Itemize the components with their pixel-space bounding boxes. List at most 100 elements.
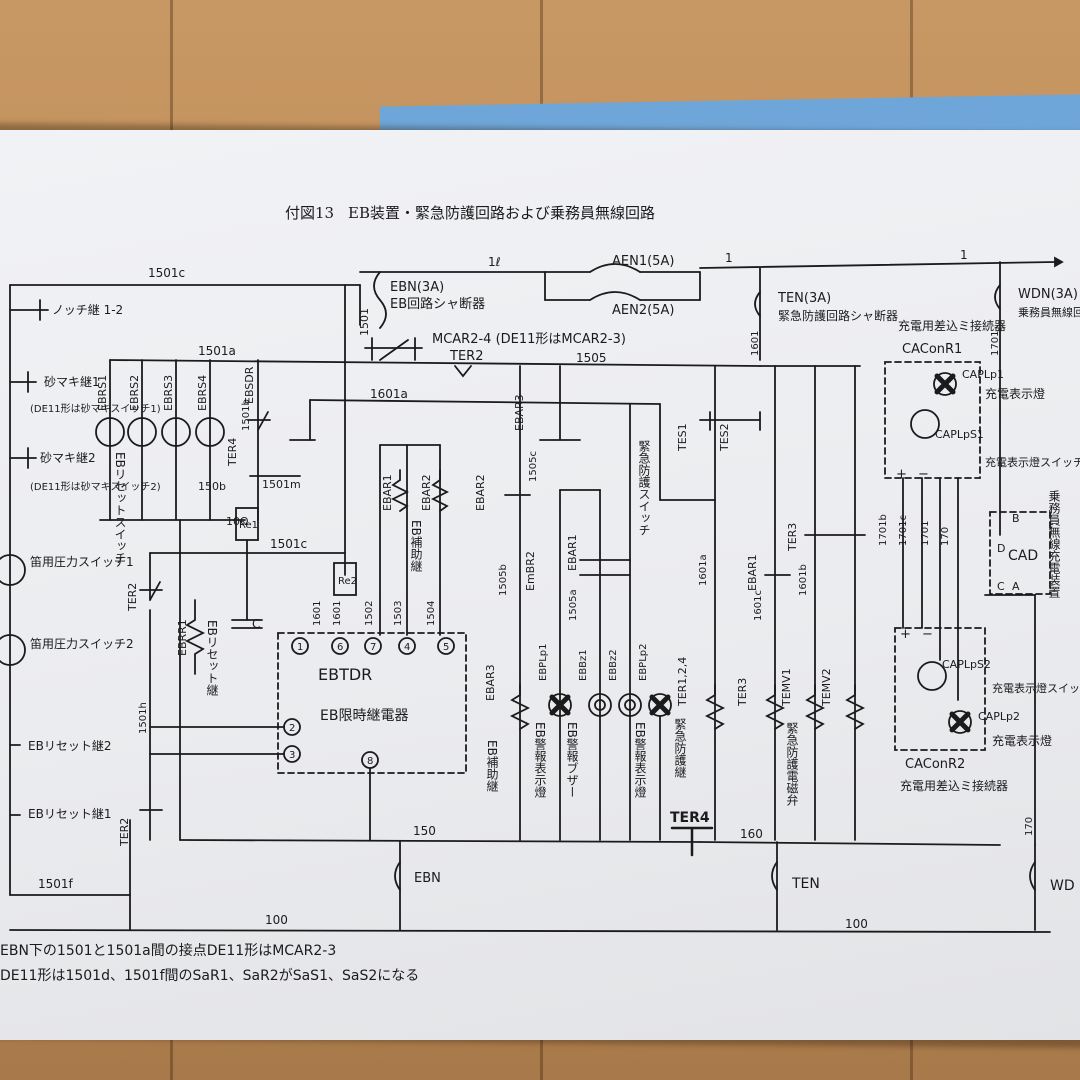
wire-label-150: 150: [413, 824, 436, 838]
terminal-1: 1: [297, 642, 303, 653]
ebplp2-lamp: [648, 693, 672, 717]
label-res-10: 10Ω: [226, 515, 248, 528]
ebn-contact-bottom: [394, 861, 401, 891]
ter3-coil: [764, 684, 786, 730]
middle-branch-lines: [504, 365, 716, 841]
left-column-lines: [0, 284, 131, 896]
label-sand2: 砂マキ継2: [40, 450, 96, 465]
wire-label-1b: 1: [960, 248, 968, 262]
label-ebtdr: EBTDR: [318, 665, 372, 684]
label-temv2: TEMV2: [820, 668, 833, 707]
label-caconr1: CAConR1: [902, 342, 962, 357]
label-plus2: +: [900, 627, 911, 642]
resistor-re2: [333, 562, 357, 596]
caconr2-box: [894, 627, 986, 751]
label-cad: CAD: [1008, 548, 1038, 564]
label-ebsdr: EBSDR: [243, 366, 256, 404]
label-tes1: TES1: [676, 423, 689, 452]
label-charger: 乗務員無線充電装置: [1047, 490, 1061, 598]
ebtdr-box: [277, 632, 467, 774]
caplp2-lamp: [948, 710, 972, 734]
label-ebar1-mid: EBAR1: [566, 534, 579, 571]
terminal-4: 4: [404, 642, 410, 653]
wire-label-1501m: 1501m: [262, 478, 301, 491]
wire-label-1601a-top: 1601a: [370, 387, 408, 401]
wire-label-1601c: 1601c: [753, 590, 764, 621]
label-reset2: EBリセット継2: [28, 738, 111, 753]
label-conn1-title: 充電用差込ミ接続器: [898, 318, 1006, 333]
wire-label-1501: 1501: [358, 308, 371, 336]
wire-label-1601: 1601: [750, 331, 761, 356]
note-1: EBN下の1501と1501a間の接点DE11形はMCAR2-3: [0, 942, 336, 959]
label-sand1-note: (DE11形は砂マキスイッチ1): [30, 402, 161, 415]
ebn-breaker: [373, 271, 387, 329]
line-160: [699, 841, 1001, 846]
label-aen1: AEN1(5A): [612, 254, 674, 269]
line-150: [179, 839, 701, 843]
label-caconr2: CAConR2: [905, 757, 965, 772]
label-eb-aux: EB補助継: [409, 520, 423, 572]
label-ebtdr-desc: EB限時継電器: [320, 708, 408, 724]
label-ebar3-low: EBAR3: [484, 664, 497, 701]
label-eb-alarm-lamp2: EB警報表示燈: [633, 722, 647, 798]
label-ter2-low: TER2: [118, 818, 131, 847]
ten-contact-bottom: [771, 861, 778, 891]
label-ebar3-top: EBAR3: [513, 394, 526, 431]
ter2-ebrr1: [139, 552, 206, 841]
terminal-5: 5: [443, 642, 449, 653]
label-ebn-switch: EBN: [414, 871, 441, 886]
wire-label-1601-left: 1601: [312, 601, 323, 626]
label-ebrs2: EBRS2: [128, 375, 141, 411]
label-emergency-switch: 緊急防護スイッチ: [637, 440, 651, 536]
wire-label-1701b: 1701b: [878, 514, 889, 546]
caconr1-box: [884, 361, 981, 479]
ten-branches: [759, 365, 866, 841]
wire-label-1601-low: 1601: [332, 601, 343, 626]
terminal-6: 6: [337, 642, 343, 653]
caplp1-lamp: [933, 372, 957, 396]
wd-contact-bottom: [1029, 861, 1036, 891]
label-ebn: EBN(3A): [390, 280, 444, 295]
label-wdn-desc: 乗務員無線回路シャ断: [1018, 305, 1080, 319]
label-caplp2: CAPLp2: [978, 710, 1020, 723]
label-caplps2-desc: 充電表示燈スイッチ: [992, 681, 1080, 695]
label-ter3-low: TER3: [736, 678, 749, 707]
label-ebplp2: EBPLp2: [638, 644, 649, 682]
label-eb-buzzer: EB警報ブザー: [565, 722, 579, 798]
label-ebn-desc: EB回路シャ断器: [390, 296, 485, 312]
wire-label-1505b: 1505b: [498, 564, 509, 596]
ter4-contact-low: [670, 826, 714, 857]
label-caplp2-desc: 充電表示燈: [992, 733, 1052, 748]
label-emergency-relay: 緊急防護継: [673, 718, 687, 778]
label-caplps1: CAPLpS1: [935, 428, 984, 441]
label-caplps1-desc: 充電表示燈スイッチ: [985, 455, 1080, 469]
label-reset1: EBリセット継1: [28, 806, 111, 821]
ter124-coil: [704, 684, 726, 730]
wire-label-170-v: 170: [940, 527, 951, 546]
wire-label-100-left: 100: [265, 913, 288, 927]
ebsdr-ter4: [231, 359, 316, 629]
label-re2: Re2: [338, 576, 357, 587]
label-whistle1: 笛用圧力スイッチ1: [30, 554, 134, 569]
label-caplp1-desc: 充電表示燈: [985, 386, 1045, 401]
label-sand2-note: (DE11形は砂マキスイッチ2): [30, 480, 161, 493]
ebbz1-buzzer: [588, 693, 612, 717]
ebrs-switches: [95, 359, 246, 521]
label-mcar: MCAR2-4 (DE11形はMCAR2-3): [432, 332, 626, 347]
label-ebbz1: EBBz1: [578, 649, 589, 681]
label-ebplp1: EBPLp1: [538, 644, 549, 682]
fuse-aen2: [589, 291, 641, 301]
terminal-7: 7: [370, 642, 376, 653]
label-cap-c: C: [252, 617, 260, 631]
label-temv1: TEMV1: [780, 668, 793, 707]
figure-title: EB装置・緊急防護回路および乗務員無線回路: [348, 204, 655, 222]
label-ebrr1: EBRR1: [176, 619, 189, 656]
label-notch: ノッチ継 1-2: [52, 302, 123, 317]
label-eb-stop: EBリセット継: [205, 620, 219, 696]
ebbz2-buzzer: [618, 693, 642, 717]
wdn-breaker: [994, 284, 1001, 310]
ebplp1-lamp: [548, 693, 572, 717]
label-eb-aux-relay: EB補助継: [485, 740, 499, 792]
wire-label-1501a: 1501a: [198, 344, 236, 358]
